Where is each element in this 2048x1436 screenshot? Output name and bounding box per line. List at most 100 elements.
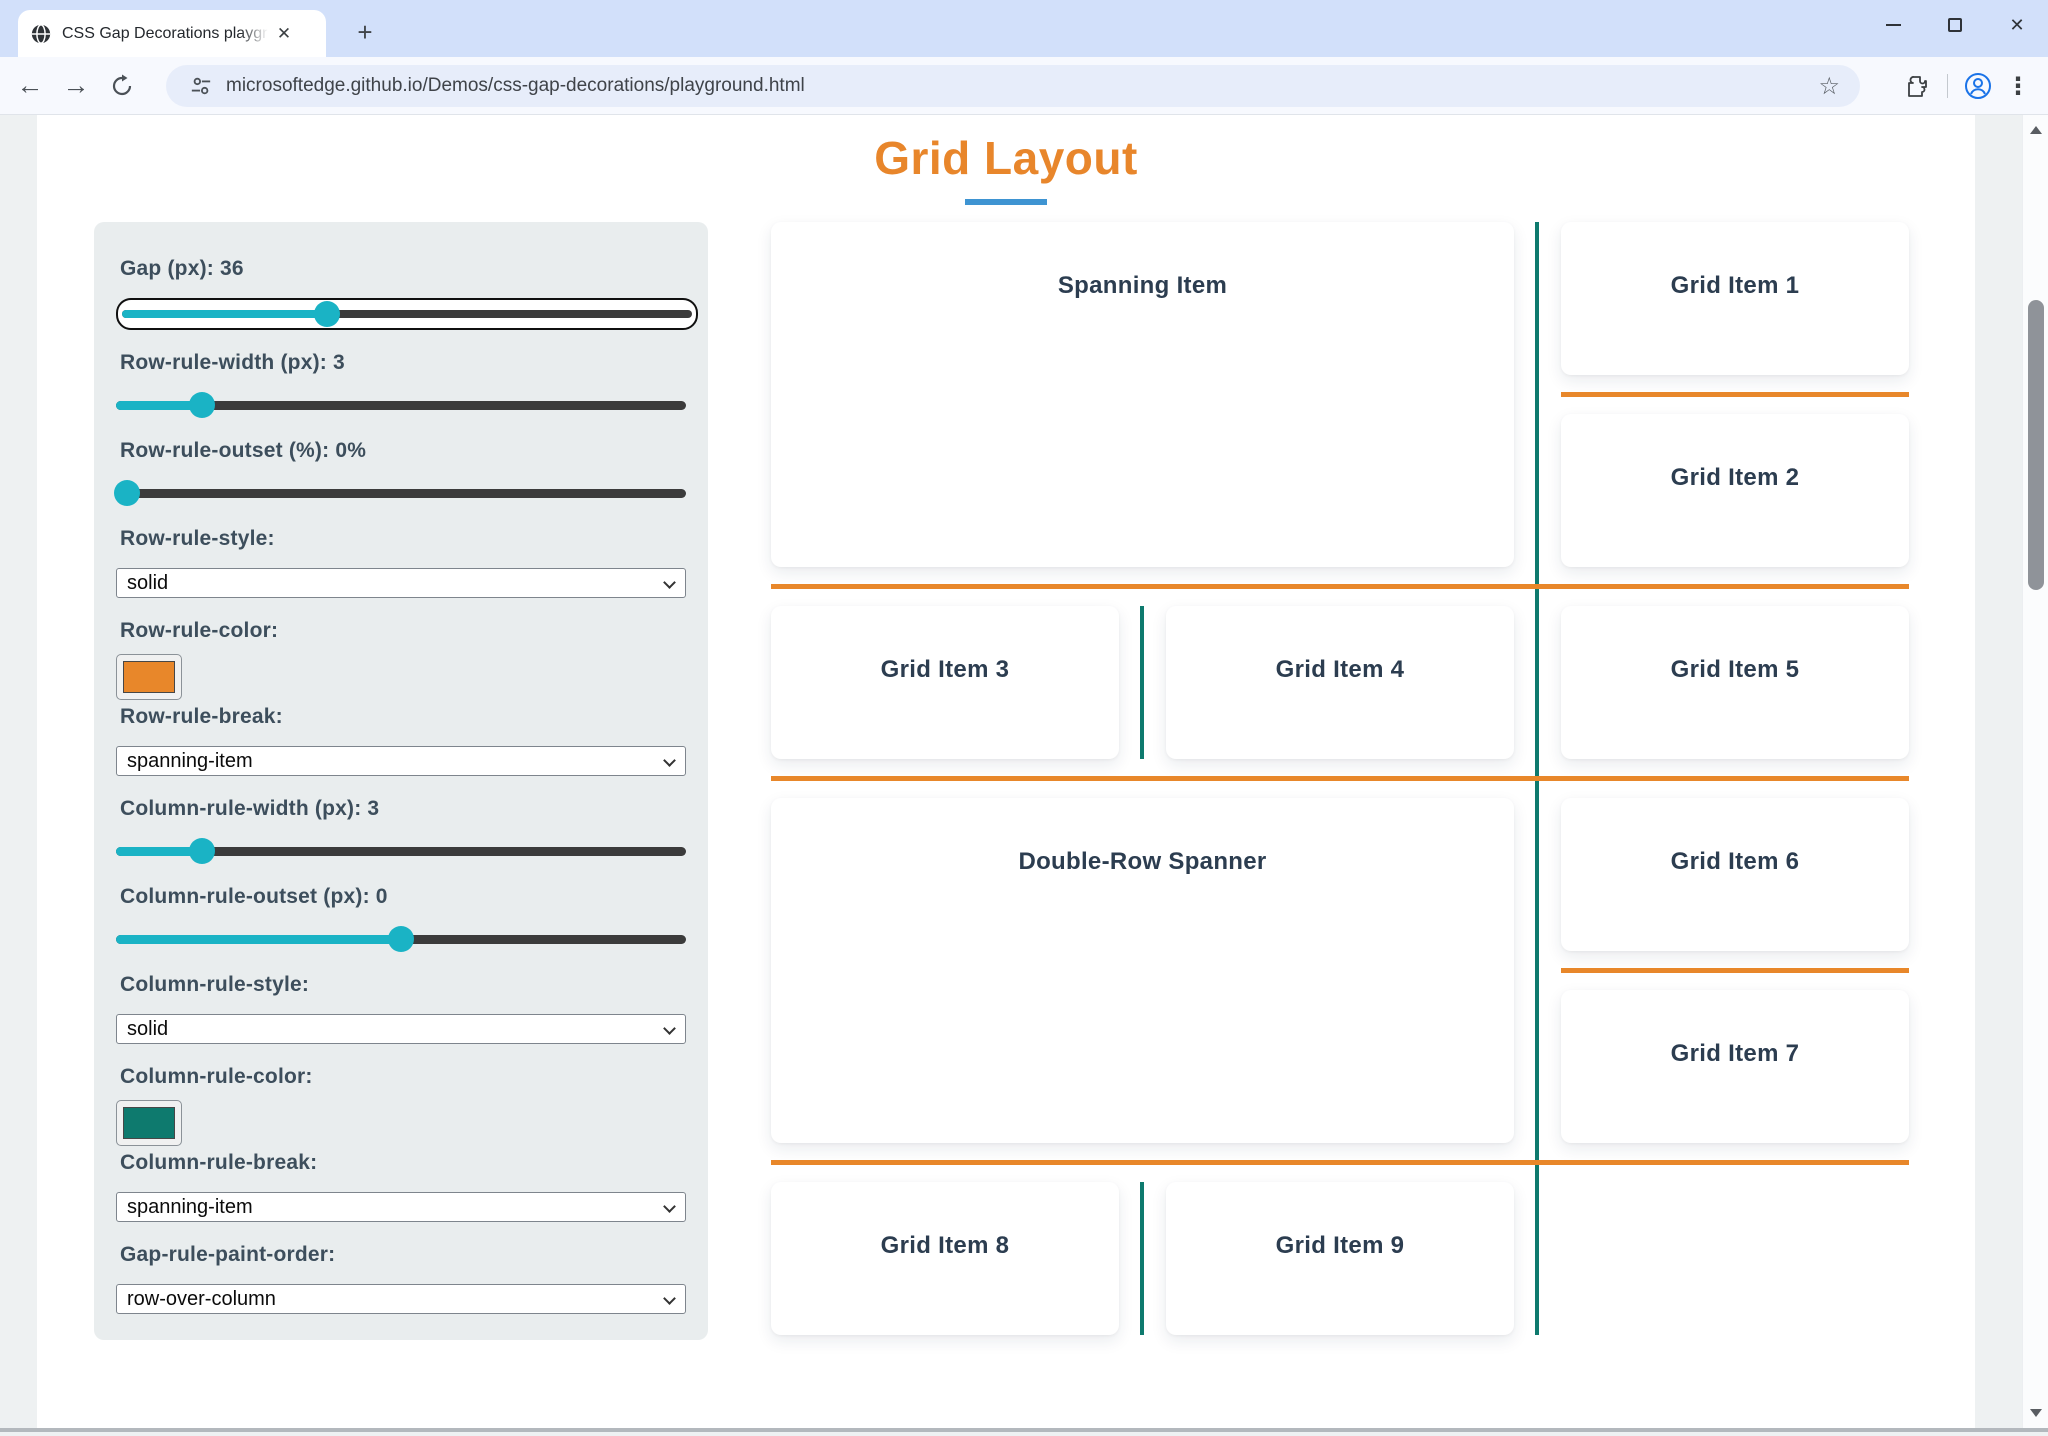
browser-toolbar: ← → microsoftedge.github.io/Demos/css-ga…: [0, 57, 2048, 115]
gap-rule-paint-order-label: Gap-rule-paint-order:: [120, 1243, 336, 1266]
column-rule-color-picker[interactable]: [116, 1100, 182, 1146]
controls-panel: Gap (px): 36 Row-rule-width (px): 3: [94, 222, 708, 1340]
control-row-rule-break: Row-rule-break: spanning-item: [116, 704, 686, 776]
grid-card-2: Grid Item 2: [1561, 414, 1909, 567]
row-rule-3: [771, 776, 1909, 781]
grid-card-5: Grid Item 5: [1561, 606, 1909, 759]
window-minimize-button[interactable]: [1862, 0, 1924, 50]
grid-card-spanning-item: Spanning Item: [771, 222, 1514, 567]
control-gap: Gap (px): 36: [116, 256, 698, 330]
toolbar-separator: [1947, 74, 1948, 98]
slider-thumb[interactable]: [114, 480, 141, 506]
site-settings-icon[interactable]: [190, 75, 212, 97]
control-gap-rule-paint-order: Gap-rule-paint-order: row-over-column: [116, 1242, 686, 1314]
row-rule-width-label: Row-rule-width (px): 3: [120, 351, 345, 374]
gap-slider[interactable]: [122, 301, 692, 327]
menu-dots-icon[interactable]: ⋮: [2006, 72, 2030, 100]
column-rule-outset-slider[interactable]: [116, 926, 686, 952]
slider-thumb[interactable]: [188, 838, 215, 864]
control-column-rule-style: Column-rule-style: solid: [116, 972, 686, 1044]
row-rule-style-select[interactable]: solid: [116, 568, 686, 598]
forward-button[interactable]: →: [62, 70, 90, 100]
page-viewport: Grid Layout Gap (px): 36 Row-rule-width …: [0, 115, 2048, 1432]
row-rule-4: [1561, 968, 1909, 973]
address-bar[interactable]: microsoftedge.github.io/Demos/css-gap-de…: [166, 65, 1860, 107]
browser-tab[interactable]: CSS Gap Decorations playgroun ✕: [18, 10, 326, 57]
control-column-rule-color: Column-rule-color:: [116, 1064, 686, 1146]
column-rule-color-swatch: [123, 1107, 175, 1139]
bookmark-star-icon[interactable]: ☆: [1818, 72, 1840, 100]
grid-card-9: Grid Item 9: [1166, 1182, 1514, 1335]
scrollbar-down-arrow[interactable]: [2023, 1400, 2048, 1426]
grid-card-4: Grid Item 4: [1166, 606, 1514, 759]
row-rule-1: [1561, 392, 1909, 397]
scrollbar-thumb[interactable]: [2028, 300, 2044, 590]
select-value: row-over-column: [127, 1287, 276, 1310]
control-column-rule-break: Column-rule-break: spanning-item: [116, 1150, 686, 1222]
slider-fill: [122, 310, 328, 318]
title-underline: [965, 199, 1047, 205]
grid-card-1: Grid Item 1: [1561, 222, 1909, 375]
select-value: spanning-item: [127, 749, 253, 772]
grid-demo: Spanning Item Grid Item 1 Grid Item 2 Gr…: [771, 222, 1909, 1335]
control-column-rule-width: Column-rule-width (px): 3: [116, 796, 686, 864]
toolbar-right: ⋮: [1895, 65, 2040, 107]
control-row-rule-outset: Row-rule-outset (%): 0%: [114, 438, 686, 506]
page-scrollbar[interactable]: [2022, 115, 2048, 1428]
gap-rule-paint-order-select[interactable]: row-over-column: [116, 1284, 686, 1314]
row-rule-width-slider[interactable]: [116, 392, 686, 418]
tab-close-icon[interactable]: ✕: [276, 23, 292, 43]
reload-button[interactable]: [102, 66, 142, 106]
window-bottom-edge: [0, 1428, 2048, 1432]
control-row-rule-style: Row-rule-style: solid: [116, 526, 686, 598]
row-rule-color-swatch: [123, 661, 175, 693]
new-tab-button[interactable]: +: [357, 17, 373, 47]
scrollbar-up-arrow[interactable]: [2023, 117, 2048, 143]
control-column-rule-outset: Column-rule-outset (px): 0: [116, 884, 686, 952]
select-value: solid: [127, 571, 169, 594]
column-rule-width-slider[interactable]: [116, 838, 686, 864]
column-rule-break-select[interactable]: spanning-item: [116, 1192, 686, 1222]
row-rule-5: [771, 1160, 1909, 1165]
control-row-rule-width: Row-rule-width (px): 3: [116, 350, 686, 418]
slider-thumb[interactable]: [314, 301, 341, 327]
column-rule-outset-label: Column-rule-outset (px): 0: [120, 885, 388, 908]
window-controls: ✕: [1862, 0, 2048, 50]
tab-title-fade: [240, 24, 268, 43]
page-content: Grid Layout Gap (px): 36 Row-rule-width …: [37, 115, 1975, 1432]
globe-favicon-icon: [31, 23, 51, 44]
slider-thumb[interactable]: [188, 392, 215, 418]
chevron-down-icon: [663, 754, 676, 767]
slider-fill: [116, 847, 202, 856]
column-rule-style-select[interactable]: solid: [116, 1014, 686, 1044]
control-row-rule-color: Row-rule-color:: [116, 618, 686, 700]
slider-fill: [116, 935, 401, 944]
slider-track: [116, 847, 686, 856]
slider-thumb[interactable]: [388, 926, 414, 952]
window-maximize-button[interactable]: [1924, 0, 1986, 50]
extensions-icon[interactable]: [1905, 74, 1929, 98]
grid-card-7: Grid Item 7: [1561, 990, 1909, 1143]
grid-card-double-row-spanner: Double-Row Spanner: [771, 798, 1514, 1143]
profile-icon[interactable]: [1964, 72, 1992, 100]
gap-slider-focus-ring: [116, 298, 698, 330]
url-text: microsoftedge.github.io/Demos/css-gap-de…: [226, 75, 805, 96]
slider-fill: [116, 401, 202, 410]
column-rule-style-label: Column-rule-style:: [120, 973, 310, 996]
chevron-down-icon: [663, 1292, 676, 1305]
row-rule-break-select[interactable]: spanning-item: [116, 746, 686, 776]
row-rule-outset-slider[interactable]: [114, 480, 686, 506]
tab-title: CSS Gap Decorations playgroun: [62, 24, 268, 43]
tab-strip: CSS Gap Decorations playgroun ✕ + ✕: [0, 0, 2048, 57]
row-rule-color-picker[interactable]: [116, 654, 182, 700]
column-rule-width-label: Column-rule-width (px): 3: [120, 797, 380, 820]
row-rule-color-label: Row-rule-color:: [120, 619, 279, 642]
column-rule-color-label: Column-rule-color:: [120, 1065, 313, 1088]
chevron-down-icon: [663, 1200, 676, 1213]
row-rule-break-label: Row-rule-break:: [120, 705, 283, 728]
column-rule-break-label: Column-rule-break:: [120, 1151, 318, 1174]
back-button[interactable]: ←: [16, 70, 44, 100]
grid-card-3: Grid Item 3: [771, 606, 1119, 759]
window-close-button[interactable]: ✕: [2009, 14, 2025, 35]
page-title: Grid Layout: [874, 132, 1138, 184]
